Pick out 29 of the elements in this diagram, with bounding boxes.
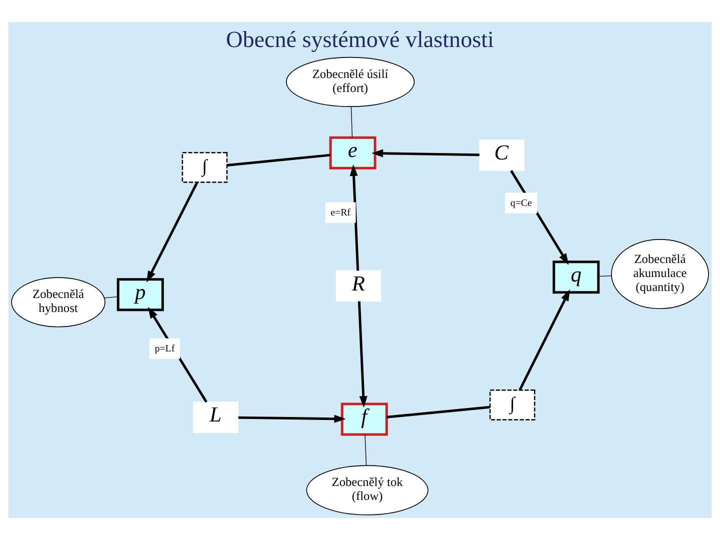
diagram-title: Obecné systémové vlastnosti: [226, 26, 494, 52]
connector: [598, 276, 612, 277]
arrow: [238, 414, 346, 423]
node-box: f: [340, 402, 388, 436]
node-box: ∫: [489, 390, 536, 420]
arrow: [146, 182, 198, 282]
arrow: [358, 301, 368, 408]
arrow: [350, 164, 360, 271]
connector: [386, 406, 490, 418]
edge-label: q=Ce: [510, 198, 532, 209]
connector: [364, 434, 367, 466]
node-ellipse: Zobecnělá hybnost: [11, 277, 106, 328]
connector: [227, 154, 330, 166]
node-box: ∫: [182, 152, 228, 183]
node-ellipse: Zobecnělá akumulace (quantity): [611, 239, 709, 310]
node-box: q: [552, 260, 600, 294]
connector: [104, 296, 118, 298]
node-box: R: [336, 270, 382, 302]
arrow: [518, 289, 570, 391]
arrow: [371, 149, 480, 158]
node-ellipse: Zobecnělý tok (flow): [306, 465, 428, 516]
connector: [350, 106, 353, 138]
node-box: e: [329, 136, 376, 170]
edge-label: e=Rf: [330, 207, 350, 218]
node-ellipse: Zobecnělé úsilí (effort): [286, 56, 415, 107]
node-box: p: [116, 278, 164, 312]
node-box: L: [193, 402, 238, 433]
edge-label: p=Lf: [154, 344, 175, 355]
node-box: C: [479, 140, 524, 171]
